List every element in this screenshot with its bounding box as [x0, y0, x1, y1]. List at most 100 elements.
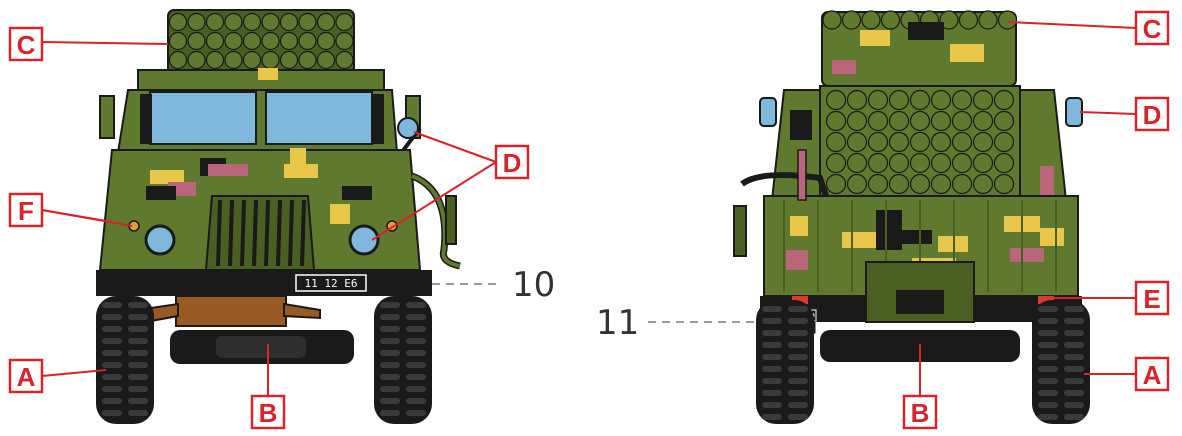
tire-tread: [1038, 414, 1058, 420]
tire-tread: [380, 326, 400, 332]
callout-rear-d-label: D: [1143, 100, 1162, 130]
tire-tread: [380, 410, 400, 416]
tire-tread: [1064, 402, 1084, 408]
rocket-tube: [888, 131, 910, 153]
tire-tread: [380, 374, 400, 380]
rear-hitch: [865, 261, 975, 323]
rocket-tube: [951, 131, 973, 153]
tire-tread: [762, 378, 782, 384]
rocket-tube: [825, 89, 847, 111]
tire-tread: [406, 350, 426, 356]
mirror-round: [397, 117, 419, 139]
rocket-tube-cap: [880, 10, 901, 30]
headlight-left: [144, 224, 176, 256]
rocket-tube: [993, 173, 1015, 195]
tire-tread: [788, 414, 808, 420]
tire-tread: [788, 402, 808, 408]
callout-front-c: C: [8, 26, 44, 62]
tire-tread: [128, 374, 148, 380]
callout-rear-b: B: [902, 394, 938, 430]
tire-tread: [1038, 342, 1058, 348]
callout-rear-c-label: C: [1143, 14, 1162, 44]
tire-tread: [380, 302, 400, 308]
tire-tread: [1064, 330, 1084, 336]
tire-tread: [406, 314, 426, 320]
tire-tread: [1038, 366, 1058, 372]
rocket-tube: [867, 110, 889, 132]
tire-tread: [1064, 354, 1084, 360]
rocket-tube: [261, 31, 280, 51]
rocket-tube: [335, 12, 354, 32]
ref-number-10: 10: [512, 265, 555, 305]
rocket-tube: [825, 131, 847, 153]
tire-tread: [1064, 306, 1084, 312]
rocket-tube-cap: [997, 10, 1018, 30]
tire-tread: [102, 350, 122, 356]
front-grille: [204, 195, 316, 271]
callout-rear-d: D: [1134, 96, 1170, 132]
rocket-tube: [972, 131, 994, 153]
rear-tires: [756, 300, 1090, 424]
ref-lines: [432, 283, 756, 323]
tire-tread: [380, 398, 400, 404]
rocket-tube: [951, 152, 973, 174]
rocket-tube-cap: [822, 10, 842, 30]
rocket-tube: [205, 50, 225, 70]
rocket-tube: [909, 173, 931, 195]
rocket-tube: [298, 50, 317, 70]
rocket-tube: [224, 50, 243, 70]
tire-tread: [406, 374, 426, 380]
tire-tread: [380, 362, 400, 368]
rocket-tube: [972, 173, 994, 195]
rocket-tube: [242, 50, 262, 70]
rocket-tube: [846, 89, 868, 111]
rear-view: 11-12 E6: [733, 10, 1090, 424]
tire-tread: [1064, 390, 1084, 396]
rear-side-equipment: [733, 149, 829, 257]
rear-rocket-pod: [821, 10, 1018, 87]
rocket-tube: [279, 50, 299, 70]
tail-light-left: [792, 296, 808, 304]
tire-tread: [788, 390, 808, 396]
tire-tread: [1064, 318, 1084, 324]
tire-tread: [128, 302, 148, 308]
front-rocket-pod: [137, 9, 385, 93]
rocket-tube: [316, 50, 336, 70]
tire-tread: [102, 338, 122, 344]
rocket-tube: [187, 50, 206, 70]
rocket-tube: [951, 110, 973, 132]
rear-mirrors: [759, 97, 1083, 127]
tire-tread: [102, 302, 122, 308]
rocket-tube: [888, 89, 910, 111]
rocket-tube: [930, 173, 952, 195]
rocket-tube: [825, 110, 847, 132]
rocket-tube: [298, 12, 317, 32]
rocket-tube-cap: [958, 10, 979, 30]
rocket-tube: [168, 31, 188, 51]
rocket-tube: [930, 110, 952, 132]
tire-tread: [762, 318, 782, 324]
tire-tread: [788, 330, 808, 336]
tire-tread: [762, 330, 782, 336]
front-tires: [96, 296, 432, 424]
front-plate-text: 11 12 E6: [305, 277, 358, 290]
callout-rear-b-label: B: [911, 398, 930, 428]
front-license-plate: [295, 274, 367, 292]
tire-tread: [128, 338, 148, 344]
rocket-tube: [846, 110, 868, 132]
grille-bar: [252, 199, 258, 267]
front-side-equipment: [410, 172, 461, 270]
tire-tread: [1038, 354, 1058, 360]
tire-tread: [762, 402, 782, 408]
rocket-tube: [846, 152, 868, 174]
tire-tread: [128, 314, 148, 320]
front-view: 11 12 E6: [96, 9, 461, 424]
callout-front-b-label: B: [259, 398, 278, 428]
rocket-tube: [298, 31, 317, 51]
grille-bar: [240, 199, 246, 267]
rocket-tube: [888, 152, 910, 174]
rocket-tube: [846, 131, 868, 153]
rocket-tube: [224, 31, 243, 51]
rocket-tube: [909, 110, 931, 132]
callout-rear-e: E: [1134, 280, 1170, 316]
